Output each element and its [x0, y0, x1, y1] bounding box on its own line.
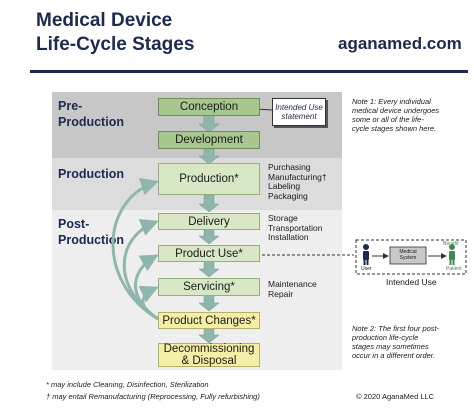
label-packaging: Packaging: [268, 190, 308, 201]
footnote-dagger: † may entail Remanufacturing (Reprocessi…: [46, 392, 260, 401]
box-conception: Conception: [158, 98, 260, 116]
note1-line3: some or all of the life-: [352, 115, 424, 124]
label-maintenance: Maintenance: [268, 279, 317, 289]
arrow-changes-decommissioning: [198, 327, 220, 344]
decommissioning-line2: & Disposal: [181, 355, 237, 367]
note1-line1: Note 1: Every individual: [352, 97, 431, 106]
title-line-1: Medical Device: [36, 10, 173, 31]
callout-line2: statement: [281, 112, 317, 121]
label-repair: Repair: [268, 288, 294, 299]
label-transportation: Transportation: [268, 222, 323, 233]
note2-line4: occur in a different order.: [352, 351, 436, 360]
medical-system-box: [389, 246, 427, 265]
site-name[interactable]: aganamed.com: [338, 34, 462, 53]
footnote-asterisk: * may include Cleaning, Disinfection, St…: [46, 380, 209, 389]
note2-line2: production life-cycle: [352, 333, 419, 342]
note2-line3: stages may sometimes: [352, 342, 429, 351]
label-manufacturing: Manufacturing†: [268, 171, 327, 182]
note-1: Note 1: Every individual medical device …: [352, 97, 439, 133]
box-servicing: Servicing*: [158, 278, 260, 296]
label-purchasing: Purchasing: [268, 162, 311, 172]
intended-use-callout: Intended Use statement: [272, 98, 326, 126]
stage-post-line1: Post-: [58, 217, 90, 231]
box-product-changes: Product Changes*: [158, 312, 260, 329]
label-storage: Storage: [268, 213, 298, 223]
arrow-conception-development: [198, 114, 220, 133]
decommissioning-line1: Decommissioning: [163, 343, 255, 355]
note-2: Note 2: The first four post- production …: [352, 324, 439, 360]
feedback-arrow-production: [111, 178, 161, 322]
intended-use-caption: Intended Use: [386, 277, 437, 287]
label-installation: Installation: [268, 232, 309, 242]
arrow-use-servicing: [198, 260, 220, 278]
note1-line4: cycle stages shown here.: [352, 124, 437, 133]
box-product-use: Product Use*: [158, 245, 260, 262]
stage-pre-line2: Production: [58, 115, 124, 129]
box-decommissioning: Decommissioning & Disposal: [158, 343, 260, 367]
arrow-delivery-use: [198, 228, 220, 245]
arrow-development-production: [198, 147, 220, 165]
note2-line1: Note 2: The first four post-: [352, 324, 440, 333]
note1-line2: medical device undergoes: [352, 106, 440, 115]
patient-icon: [449, 244, 455, 265]
delivery-activities: Storage Transportation Installation: [268, 213, 323, 243]
user-icon: [363, 244, 369, 265]
servicing-activities: Maintenance Repair: [268, 279, 317, 299]
callout-line1: Intended Use: [275, 103, 323, 112]
title-line-2: Life-Cycle Stages: [36, 34, 195, 55]
stage-post-line2: Production: [58, 233, 124, 247]
box-delivery: Delivery: [158, 213, 260, 230]
medical-system-label: Medical System: [399, 249, 417, 261]
stage-post-production: Post- Production: [58, 216, 124, 248]
box-production: Production*: [158, 163, 260, 195]
stage-pre-production: Pre- Production: [58, 98, 124, 130]
user-label: User: [361, 266, 372, 272]
production-activities: Purchasing Manufacturing† Labeling Packa…: [268, 162, 327, 201]
header-divider: [30, 70, 468, 73]
copyright: © 2020 AganaMed LLC: [356, 392, 435, 401]
stage-production: Production: [58, 167, 124, 181]
arrow-servicing-changes: [198, 294, 220, 312]
patient-label: Patient: [446, 266, 462, 272]
box-development: Development: [158, 131, 260, 149]
stage-pre-line1: Pre-: [58, 99, 83, 113]
label-labeling: Labeling: [268, 181, 301, 191]
benefit-label: Benefit: [443, 241, 459, 247]
arrow-production-delivery: [198, 194, 220, 213]
